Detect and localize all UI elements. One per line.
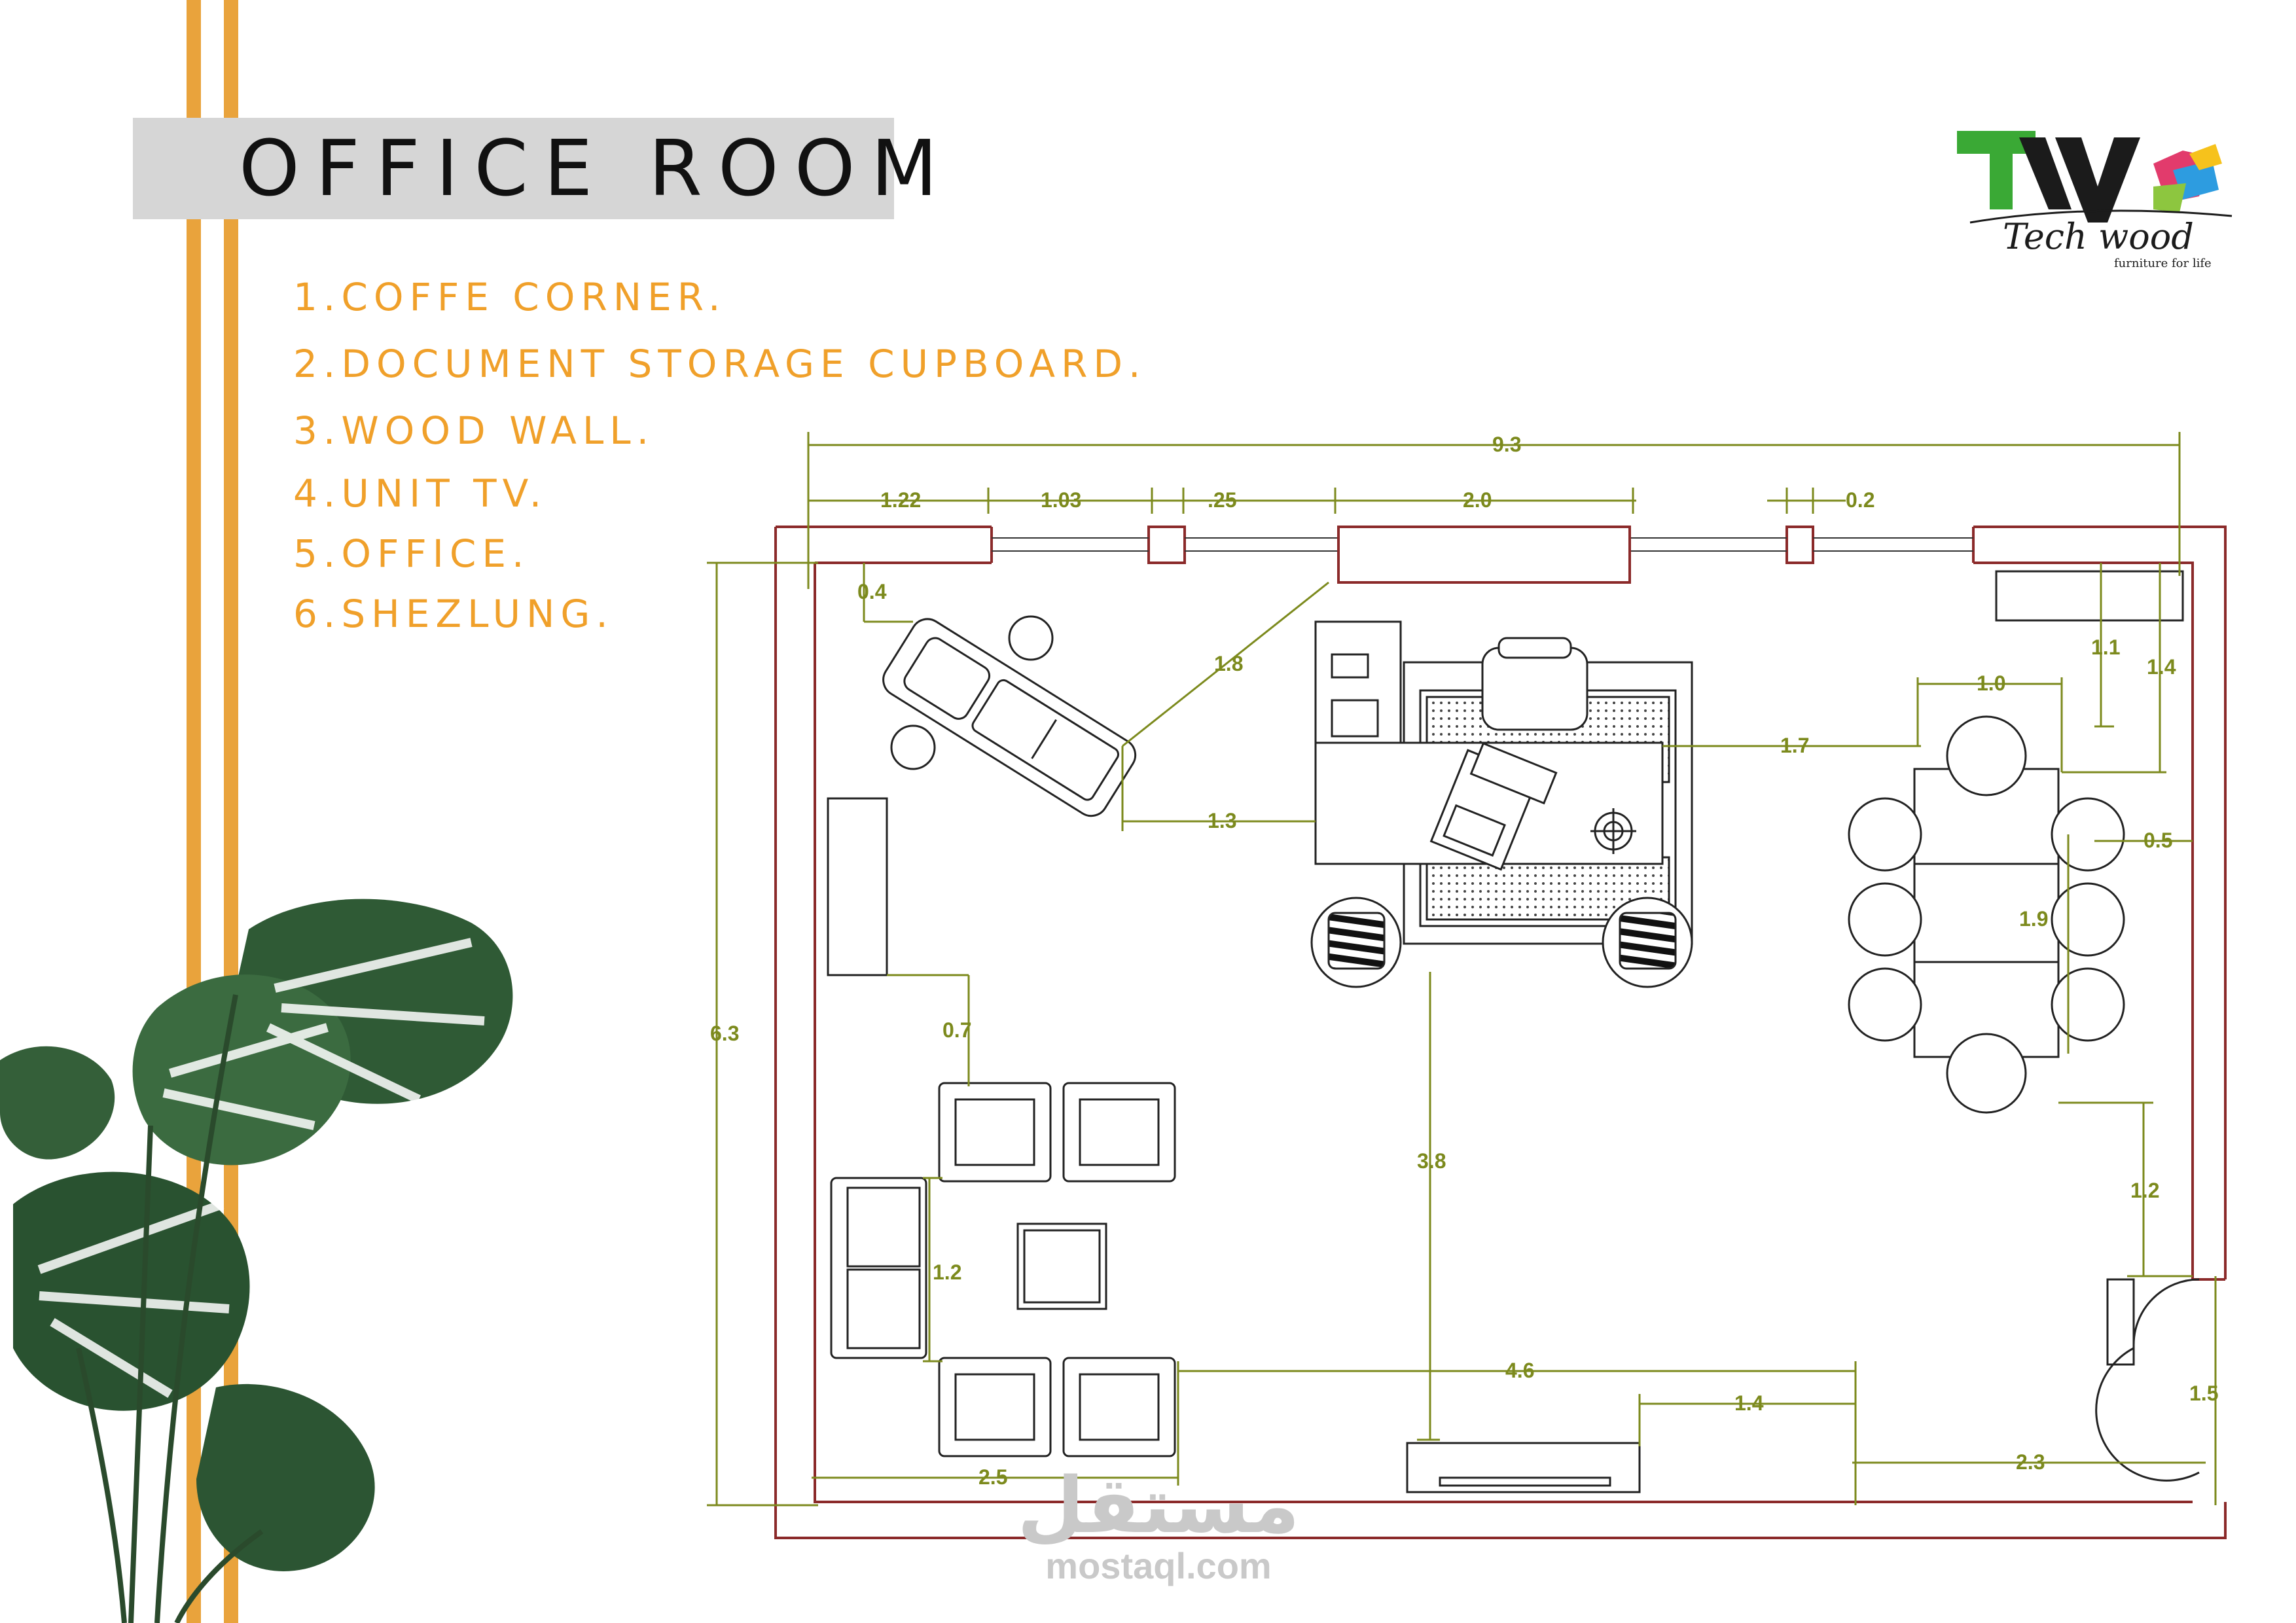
dimension-lines	[707, 432, 2217, 1507]
techwood-logo: Tech wood furniture for life	[1957, 131, 2233, 270]
dim-1-3: 1.3	[1208, 809, 1236, 832]
legend-item-wood-wall: 3.WOOD WALL.	[293, 408, 655, 453]
legend-item-coffee-corner: 1.COFFE CORNER.	[293, 275, 726, 319]
office-desk-area	[1310, 620, 1693, 988]
coffee-corner-counter	[1995, 570, 2184, 622]
dim-2-3: 2.3	[2016, 1450, 2045, 1474]
dim-3-8: 3.8	[1417, 1149, 1446, 1173]
dim-6-3: 6.3	[710, 1022, 739, 1045]
dim-1-1: 1.1	[2091, 635, 2120, 659]
watermark: مستقل mostaql.com	[1008, 1466, 1309, 1587]
dim-4-6: 4.6	[1505, 1359, 1534, 1382]
legend-item-office: 5.OFFICE.	[293, 531, 530, 576]
legend-item-document-storage: 2.DOCUMENT STORAGE CUPBOARD.	[293, 342, 1147, 386]
meeting-table	[1848, 715, 2125, 1114]
dim-2-5: 2.5	[978, 1465, 1007, 1489]
dim-1-0: 1.0	[1977, 671, 2005, 695]
logo-tagline: furniture for life	[2114, 257, 2212, 270]
dim-0-5: 0.5	[2144, 829, 2172, 852]
walls	[774, 526, 2227, 1539]
watermark-url: mostaql.com	[1045, 1545, 1272, 1586]
logo-mark-icon	[1957, 131, 2233, 224]
dim-1-9: 1.9	[2019, 907, 2048, 931]
dim-0-2: 0.2	[1846, 488, 1874, 512]
lounge-seating	[830, 1082, 1176, 1457]
legend-item-shezlung: 6.SHEZLUNG.	[293, 592, 614, 636]
legend-item-unit-tv: 4.UNIT TV.	[293, 471, 548, 516]
watermark-arabic: مستقل	[1017, 1460, 1300, 1550]
dim-25: .25	[1208, 488, 1236, 512]
dim-1-8: 1.8	[1214, 652, 1243, 675]
dim-1-03: 1.03	[1041, 488, 1081, 512]
dim-1-2-sofa: 1.2	[933, 1260, 961, 1284]
entry-door	[2095, 1278, 2200, 1482]
tv-screen	[1439, 1476, 1611, 1487]
dim-1-5: 1.5	[2189, 1382, 2218, 1405]
dim-0-7: 0.7	[942, 1018, 971, 1042]
dim-1-7: 1.7	[1780, 734, 1809, 757]
wood-wall-panel	[1337, 526, 1631, 584]
dim-1-4: 1.4	[1734, 1391, 1764, 1415]
dim-1-4-cab: 1.4	[2147, 655, 2176, 679]
dim-2-0: 2.0	[1463, 488, 1492, 512]
dim-1-2-door: 1.2	[2130, 1179, 2159, 1202]
orange-stripe-right	[224, 0, 238, 1623]
document-storage-cupboard	[827, 797, 888, 976]
dim-overall-width: 9.3	[1492, 433, 1521, 456]
dim-0-4: 0.4	[857, 580, 887, 603]
monstera-plant-illustration	[0, 899, 513, 1623]
title-band	[133, 118, 894, 219]
logo-brand: Tech wood	[2003, 216, 2194, 257]
windows	[992, 537, 1973, 552]
shezlung-chaise	[882, 615, 1137, 817]
dim-1-22: 1.22	[880, 488, 921, 512]
page-title: OFFICE ROOM	[239, 123, 954, 213]
